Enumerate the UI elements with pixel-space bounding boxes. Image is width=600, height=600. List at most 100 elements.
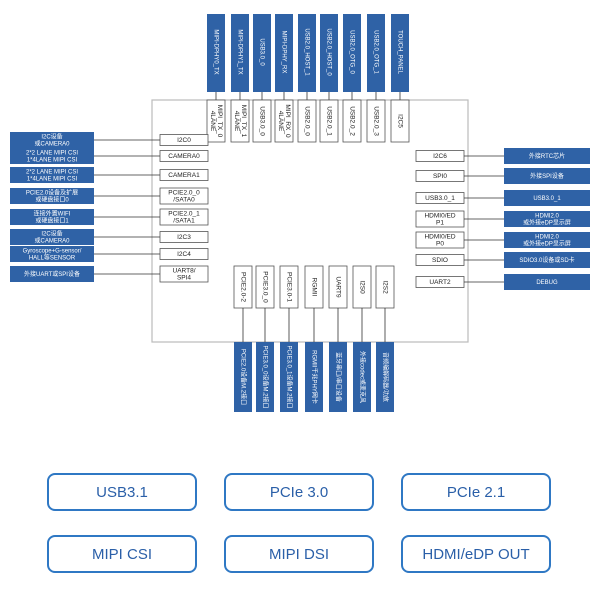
svg-text:MIPI_TX_0: MIPI_TX_0: [216, 105, 223, 138]
svg-text:4LANE: 4LANE: [277, 111, 284, 132]
top-port-box: [274, 99, 294, 143]
svg-text:PCIE2.0设备M.2接口: PCIE2.0设备M.2接口: [239, 349, 247, 405]
bottom-port-label: RGMII: [310, 278, 317, 297]
text-label: CAMERA1: [168, 172, 200, 179]
svg-text:PCIE3.0_0: PCIE3.0_0: [261, 271, 268, 303]
bottom-external-bar: [353, 342, 371, 412]
svg-text:UART9: UART9: [334, 276, 341, 298]
bottom-external-bar: [329, 342, 347, 412]
top-external-label: USB3.0_0: [258, 38, 264, 66]
top-port-box: [297, 99, 317, 143]
top-port-label: USB3.0_0: [258, 106, 265, 136]
svg-text:蓝牙串口/串口设备: 蓝牙串口/串口设备: [334, 352, 342, 402]
bottom-external-label: PCIE3.0_0设备M.2接口: [261, 345, 269, 408]
left-external-bar: [10, 167, 94, 183]
svg-text:I2C5: I2C5: [396, 114, 403, 128]
svg-text:音频编解码器/功放: 音频编解码器/功放: [381, 352, 389, 402]
top-external-label: USB2.0_HOST_0: [325, 28, 331, 76]
top-external-bar: [275, 14, 293, 92]
top-port-label: USB2.0_1: [325, 106, 332, 136]
top-port-box: [252, 99, 272, 143]
bottom-external-label: 音频编解码器/功放: [381, 352, 389, 402]
right-external-bar: [504, 168, 590, 184]
right-external-bar: [504, 232, 590, 248]
svg-text:PCIE3.0-1: PCIE3.0-1: [285, 272, 292, 302]
text-label: Gyroscope+G-sensor/HALL等SENSOR: [23, 248, 82, 261]
bottom-external-label: RGMII千兆PHY网卡: [310, 350, 318, 404]
bottom-port-label: I2S0: [358, 280, 365, 294]
left-external-bar: [10, 148, 94, 164]
text-label: I2C0: [177, 137, 191, 144]
top-port-box: [342, 99, 362, 143]
bottom-port-label: I2S2: [381, 280, 388, 294]
top-port-box: [230, 99, 250, 143]
top-external-label: MIPI-DPHY0_TX: [212, 29, 218, 74]
feature-mipi-dsi[interactable]: MIPI DSI: [224, 535, 374, 573]
top-external-label: MIPI-DPHY_RX: [280, 31, 286, 74]
feature-pcie30[interactable]: PCIe 3.0: [224, 473, 374, 511]
top-port-box: [206, 99, 226, 143]
bottom-external-bar: [305, 342, 323, 412]
svg-text:I2S0: I2S0: [358, 280, 365, 294]
text-label: USB3.0_1: [425, 195, 455, 202]
svg-text:PCIE3.0_1设备M.2接口: PCIE3.0_1设备M.2接口: [285, 345, 293, 408]
top-port-label: USB2.0_3: [372, 106, 379, 136]
text-label: SPI0: [433, 173, 447, 180]
top-port-box: [319, 99, 339, 143]
top-port-box: [366, 99, 386, 143]
top-external-label: TOUCH_PANEL: [396, 30, 402, 74]
feature-usb31[interactable]: USB3.1: [47, 473, 197, 511]
bottom-external-bar: [280, 342, 298, 412]
svg-text:USB3.0_0: USB3.0_0: [258, 106, 265, 136]
right-external-bar: [504, 190, 590, 206]
top-port-label: I2C5: [396, 114, 403, 128]
top-external-bar: [367, 14, 385, 92]
svg-text:RGMII千兆PHY网卡: RGMII千兆PHY网卡: [310, 350, 318, 404]
top-external-bar: [391, 14, 409, 92]
text-label: PCIE2.0_0/SATA0: [168, 189, 200, 203]
svg-text:USB2.0_2: USB2.0_2: [348, 106, 355, 136]
text-label: 外接UART或SPI设备: [24, 270, 80, 278]
svg-text:PCIE3.0_0设备M.2接口: PCIE3.0_0设备M.2接口: [261, 345, 269, 408]
top-external-label: USB2.0_OTG_0: [348, 30, 354, 74]
left-external-bar: [10, 188, 94, 204]
text-label: I2C设备或CAMERA0: [34, 229, 70, 244]
top-port-label: USB2.0_2: [348, 106, 355, 136]
text-label: 外接RTC芯片: [529, 152, 565, 160]
bottom-port-label: UART9: [334, 276, 341, 298]
svg-text:PCIE2.0-2: PCIE2.0-2: [239, 272, 246, 302]
top-external-label: MIPI-DPHY1_TX: [236, 29, 242, 74]
bottom-port-label: PCIE3.0-1: [285, 272, 292, 302]
svg-text:USB2.0_0: USB2.0_0: [303, 106, 310, 136]
left-external-bar: [10, 246, 94, 262]
svg-text:USB2.0_OTG_1: USB2.0_OTG_1: [372, 30, 378, 74]
text-label: UART8/SPI4: [173, 267, 196, 281]
right-external-bar: [504, 274, 590, 290]
feature-mipi-csi[interactable]: MIPI CSI: [47, 535, 197, 573]
svg-text:外接codec或麦克风: 外接codec或麦克风: [358, 351, 366, 403]
right-external-bar: [504, 252, 590, 268]
bottom-external-label: 外接codec或麦克风: [358, 351, 366, 403]
left-external-bar: [10, 229, 94, 245]
svg-text:TOUCH_PANEL: TOUCH_PANEL: [396, 30, 402, 74]
svg-text:MIPI_TX_1: MIPI_TX_1: [240, 105, 247, 138]
top-external-label: USB2.0_OTG_1: [372, 30, 378, 74]
bottom-external-label: PCIE3.0_1设备M.2接口: [285, 345, 293, 408]
right-external-bar: [504, 148, 590, 164]
svg-text:USB2.0_HOST_0: USB2.0_HOST_0: [325, 28, 331, 76]
text-label: 外接SPI设备: [530, 172, 564, 180]
left-external-bar: [10, 266, 94, 282]
bottom-external-bar: [234, 342, 252, 412]
svg-text:MIPI-DPHY1_TX: MIPI-DPHY1_TX: [236, 29, 242, 74]
feature-hdmi-edp-out[interactable]: HDMI/eDP OUT: [401, 535, 551, 573]
text-label: UART2: [429, 279, 451, 286]
feature-pcie21[interactable]: PCIe 2.1: [401, 473, 551, 511]
bottom-port-label: PCIE3.0_0: [261, 271, 268, 303]
